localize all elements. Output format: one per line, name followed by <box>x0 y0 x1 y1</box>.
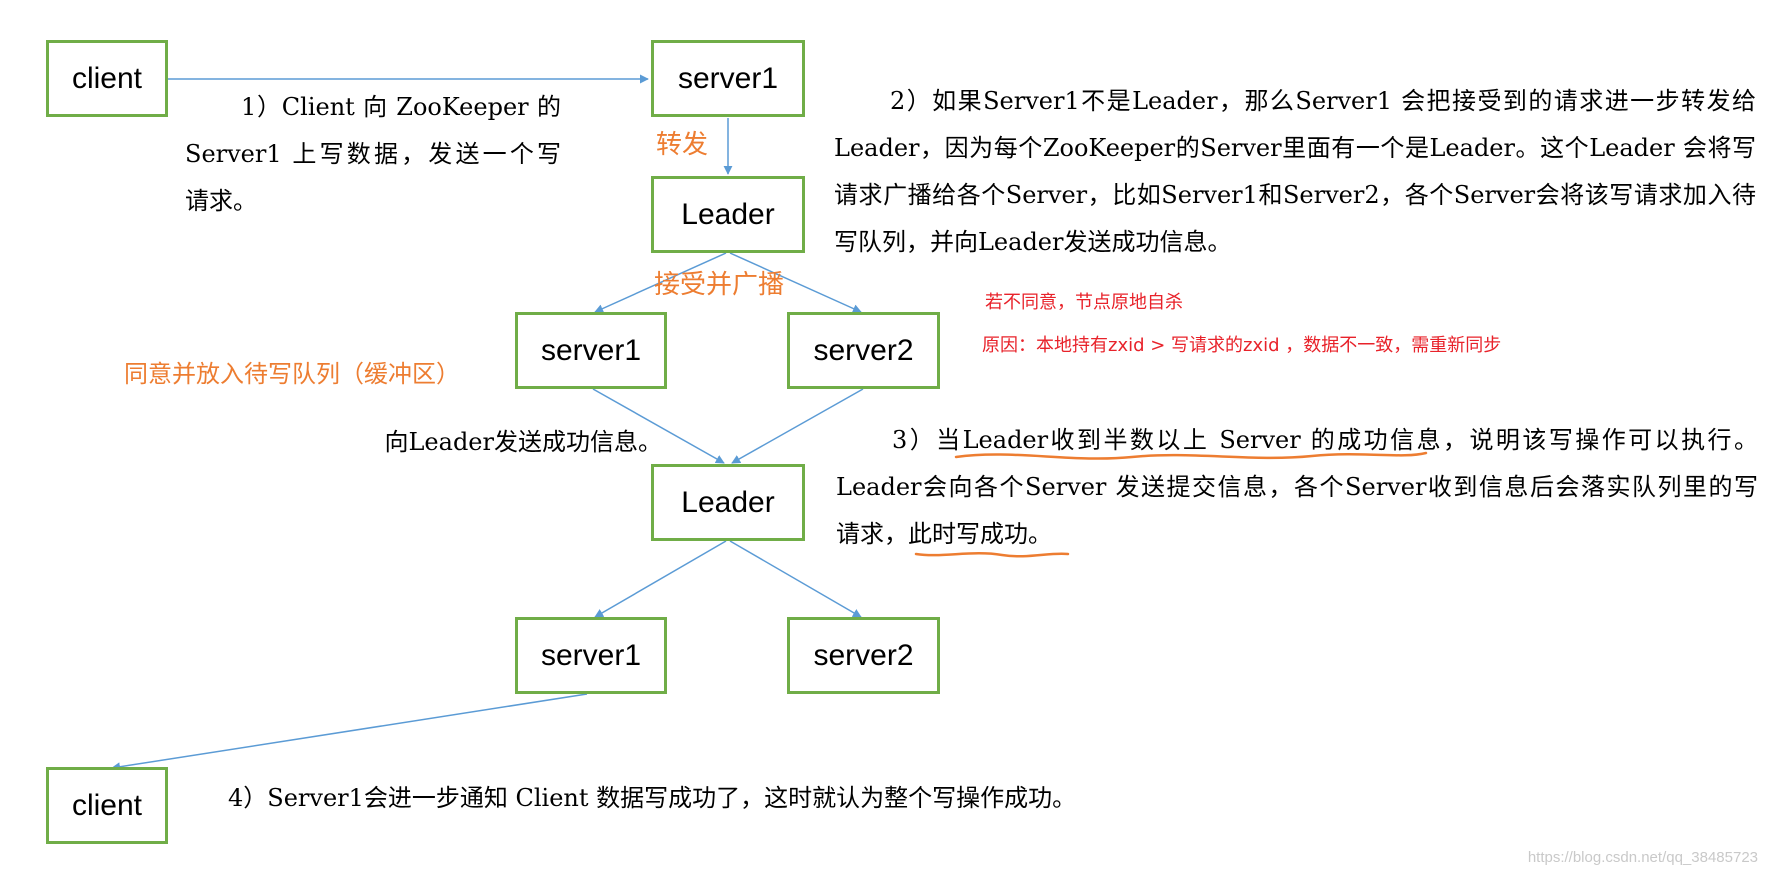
step4-text: 4）Server1会进一步通知 Client 数据写成功了，这时就认为整个写操作… <box>228 775 1076 822</box>
step1-line-3: 请求。 <box>185 187 257 215</box>
label-accept-broadcast: 接受并广播 <box>654 270 785 300</box>
label-agree-queue: 同意并放入待写队列（缓冲区） <box>124 360 460 388</box>
edge-leader2-to-server1-bottom <box>594 540 727 618</box>
node-server2-bottom: server2 <box>787 617 940 694</box>
step2-text: 2）如果Server1不是Leader，那么Server1 会把接受到的请求进一… <box>834 78 1756 266</box>
node-leader-1: Leader <box>651 176 805 253</box>
step2-line-4: 写队列，并向Leader发送成功信息。 <box>834 228 1232 256</box>
edge-server2-mid-to-leader2 <box>731 388 864 464</box>
step1-line-1: 1）Client 向 ZooKeeper 的 <box>241 93 561 121</box>
step3-line-1: 3）当Leader收到半数以上 Server 的成功信息，说明该写操作可以执行。 <box>892 426 1758 454</box>
step3-text: 3）当Leader收到半数以上 Server 的成功信息，说明该写操作可以执行。… <box>836 417 1758 558</box>
step2-line-1: 2）如果Server1不是Leader，那么Server1 会把接受到的请求进一… <box>890 87 1756 115</box>
node-leader-2: Leader <box>651 464 805 541</box>
node-server1-top: server1 <box>651 40 805 117</box>
note-reason: 原因：本地持有zxid > 写请求的zxid ，数据不一致，需重新同步 <box>982 335 1502 356</box>
underline-majority <box>954 451 1428 460</box>
edge-server1-bottom-to-client <box>111 693 588 772</box>
watermark: https://blog.csdn.net/qq_38485723 <box>1527 849 1758 866</box>
edge-server1-mid-to-leader2 <box>592 388 725 464</box>
step3-line-3: 请求，此时写成功。 <box>836 520 1052 548</box>
step2-line-2: Leader，因为每个ZooKeeper的Server里面有一个是Leader。… <box>834 134 1756 162</box>
node-server1-mid: server1 <box>515 312 667 389</box>
step1-text: 1）Client 向 ZooKeeper 的 Server1 上写数据，发送一个… <box>185 84 561 225</box>
step2-line-3: 请求广播给各个Server，比如Server1和Server2，各个Server… <box>834 181 1756 209</box>
note-disagree: 若不同意，节点原地自杀 <box>985 292 1183 313</box>
node-server1-bottom: server1 <box>515 617 667 694</box>
underline-write-success <box>914 552 1070 558</box>
edge-leader-to-server2-mid <box>729 252 862 313</box>
node-server2-mid: server2 <box>787 312 940 389</box>
label-forward: 转发 <box>656 130 709 160</box>
label-send-success: 向Leader发送成功信息。 <box>384 428 663 456</box>
edge-leader2-to-server2-bottom <box>729 540 862 618</box>
step4-line: 4）Server1会进一步通知 Client 数据写成功了，这时就认为整个写操作… <box>228 784 1077 812</box>
step1-line-2: Server1 上写数据，发送一个写 <box>185 140 561 168</box>
step3-line-2: Leader会向各个Server 发送提交信息，各个Server收到信息后会落实… <box>836 473 1758 501</box>
edge-leader-to-server1-mid <box>594 252 727 313</box>
node-client-top: client <box>46 40 168 117</box>
node-client-bottom: client <box>46 767 168 844</box>
